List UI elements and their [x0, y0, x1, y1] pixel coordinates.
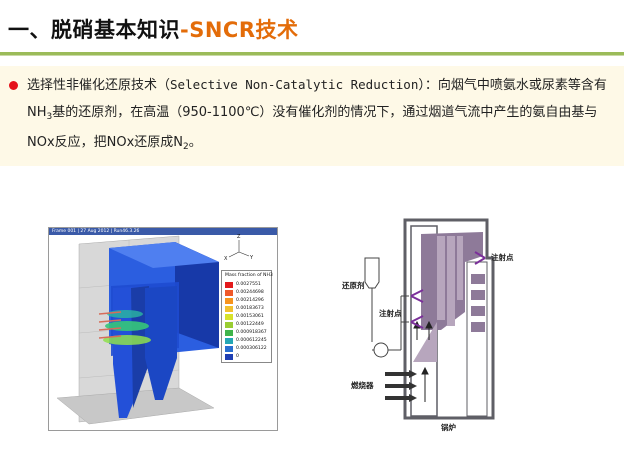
title-main: 一、脱硝基本知识 [8, 18, 180, 42]
title-divider-shadow [0, 55, 624, 56]
legend-row: 0.00244698 [225, 289, 264, 296]
boiler-drawing [364, 218, 495, 420]
cfd-render: Z Y X [56, 234, 254, 425]
legend-swatch [225, 353, 233, 360]
intro-paragraph: 选择性非催化还原技术（Selective Non-Catalytic Reduc… [27, 72, 617, 161]
legend-row: 0 [225, 353, 239, 360]
legend-row: 0.00122449 [225, 321, 264, 328]
bullet-icon [9, 81, 18, 90]
legend-row: 0.000918367 [225, 329, 267, 336]
legend-row: 0.00153061 [225, 313, 264, 320]
axis-z-label: Z [237, 234, 241, 240]
legend-swatch [225, 321, 233, 328]
nh3-legend: Mass fraction of NH3 0.0027551 0.0024469… [221, 270, 273, 363]
legend-swatch [225, 329, 233, 336]
legend-title: Mass fraction of NH3 [225, 273, 273, 278]
legend-swatch [225, 289, 233, 296]
axis-y-label: Y [249, 255, 254, 261]
axis-x-label: X [224, 256, 228, 262]
boiler-label: 锅炉 [441, 423, 456, 432]
legend-value: 0.00153061 [236, 314, 264, 319]
nh3-subscript: 3 [46, 111, 53, 122]
legend-swatch [225, 281, 233, 288]
legend-row: 0.0027551 [225, 281, 261, 288]
intro-p4: 。 [188, 135, 202, 150]
legend-swatch [225, 345, 233, 352]
legend-swatch [225, 297, 233, 304]
legend-value: 0.000612245 [236, 338, 267, 343]
legend-swatch [225, 313, 233, 320]
intro-p1: 选择性非催化还原技术（ [27, 78, 171, 93]
page-title: 一、脱硝基本知识-SNCR技术 [8, 14, 299, 46]
injection-point-mid-label: 注射点 [379, 309, 402, 318]
legend-row: 0.00183673 [225, 305, 264, 312]
legend-row: 0.000612245 [225, 337, 267, 344]
reductant-label: 还原剂 [342, 281, 365, 290]
legend-value: 0.00214296 [236, 298, 264, 303]
legend-value: 0.00244698 [236, 290, 264, 295]
legend-value: 0.0027551 [236, 282, 261, 287]
simulation-status-bar: Frame 001 | 27 Aug 2012 | Run46.3.26 [49, 228, 277, 235]
title-divider [0, 52, 624, 55]
boiler-schematic: 还原剂 注射点 注射点 燃烧器 锅炉 [337, 212, 514, 440]
burner-label: 燃烧器 [351, 381, 374, 390]
intro-p3: 基的还原剂，在高温（950-1100℃）没有催化剂的情况下，通过烟道气流中产生的… [27, 104, 598, 151]
cfd-simulation-figure: Frame 001 | 27 Aug 2012 | Run46.3.26 [48, 227, 278, 431]
legend-value: 0.000918367 [236, 330, 267, 335]
n2-subscript: 2 [183, 142, 189, 152]
intro-panel [0, 66, 624, 166]
intro-english-term: Selective Non-Catalytic Reduction [170, 77, 419, 92]
legend-value: 0.00122449 [236, 322, 264, 327]
legend-row: 0.000306122 [225, 345, 267, 352]
legend-value: 0 [236, 354, 239, 359]
legend-value: 0.00183673 [236, 306, 264, 311]
legend-row: 0.00214296 [225, 297, 264, 304]
intro-p2: ）：向烟气中喷氨水或尿素等含有NH [27, 78, 607, 120]
title-accent: -SNCR技术 [180, 18, 299, 42]
legend-swatch [225, 305, 233, 312]
legend-swatch [225, 337, 233, 344]
injection-point-upper-label: 注射点 [491, 253, 514, 262]
legend-value: 0.000306122 [236, 346, 267, 351]
